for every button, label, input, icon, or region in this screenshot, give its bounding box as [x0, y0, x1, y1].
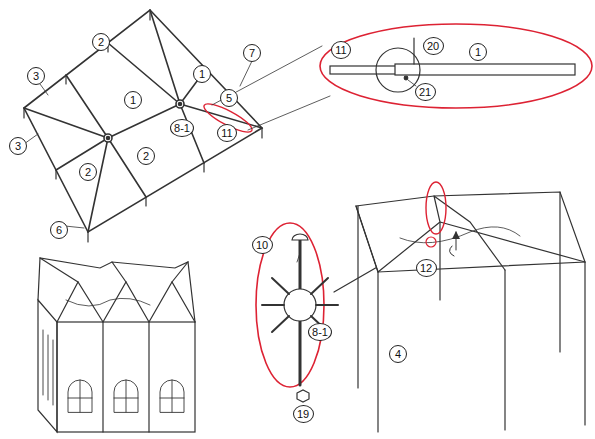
assembled-tent	[38, 258, 195, 432]
callout-circle: 1	[469, 43, 487, 61]
callout-circle: 20	[423, 37, 444, 55]
callout-circle: 8-1	[308, 323, 332, 341]
tent-frame-roof	[356, 182, 585, 432]
callout-number: 1	[475, 46, 481, 58]
callout-circle: 2	[137, 147, 155, 165]
callout-number: 3	[33, 70, 39, 82]
callout-circle: 6	[50, 221, 68, 239]
callout-number: 7	[249, 47, 255, 59]
callout-number: 20	[427, 40, 439, 52]
callout-number: 21	[419, 86, 431, 98]
callout-number: 12	[420, 262, 432, 274]
callout-circle: 10	[252, 236, 273, 254]
callout-circle: 21	[415, 83, 436, 101]
callout-circle: 7	[243, 44, 261, 62]
callout-circle: 2	[92, 33, 110, 51]
callout-number: 3	[15, 140, 21, 152]
callout-number: 1	[199, 68, 205, 80]
callout-number: 10	[256, 239, 268, 251]
callout-number: 2	[98, 36, 104, 48]
callout-number: 8-1	[174, 122, 190, 134]
callout-circle: 12	[416, 259, 437, 277]
callout-number: 1	[130, 94, 136, 106]
callout-number: 8-1	[312, 326, 328, 338]
callout-number: 6	[56, 224, 62, 236]
callout-circle: 11	[331, 41, 351, 59]
callout-circle: 11	[217, 124, 237, 142]
roof-frame	[24, 10, 262, 242]
callout-number: 19	[297, 408, 309, 420]
callout-number: 2	[143, 150, 149, 162]
callout-circle: 1	[124, 91, 142, 109]
callout-circle: 8-1	[170, 119, 194, 137]
detail-zoom	[201, 24, 592, 137]
callout-number: 4	[395, 348, 401, 360]
callout-number: 2	[85, 166, 91, 178]
leader-lines	[24, 61, 300, 262]
callout-circle: 2	[79, 163, 97, 181]
callout-number: 11	[221, 127, 232, 139]
callout-number: 5	[226, 92, 232, 104]
callout-circle: 3	[9, 137, 27, 155]
callout-circle: 3	[27, 67, 45, 85]
callout-circle: 1	[193, 65, 211, 83]
callout-circle: 19	[293, 405, 314, 423]
callout-circle: 4	[389, 345, 407, 363]
callout-number: 11	[335, 44, 346, 56]
callout-circle: 5	[220, 89, 238, 107]
